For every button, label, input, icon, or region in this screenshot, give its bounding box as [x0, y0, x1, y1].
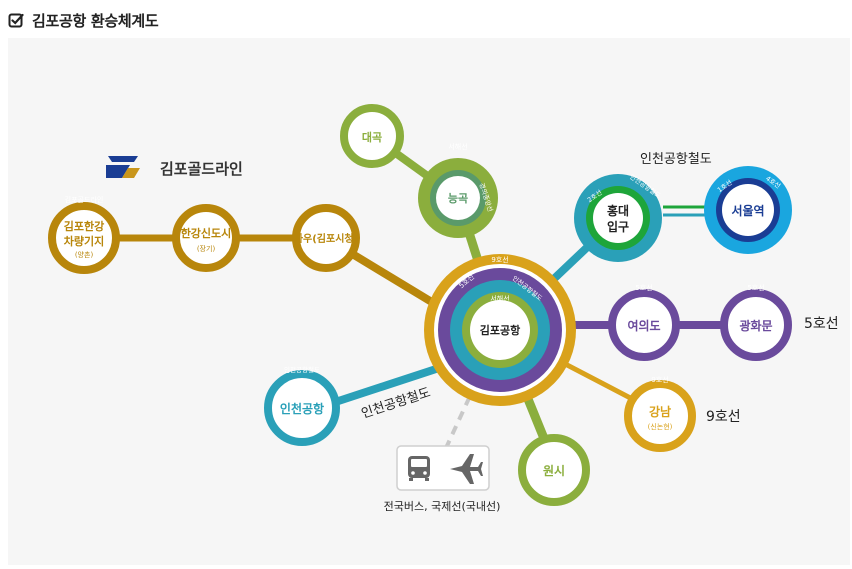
- station-gimpo-hangang[interactable]: 김포골드라인 김포한강 차량기지 (양촌): [48, 195, 120, 274]
- transport-label: 전국버스, 국제선(국내선): [384, 500, 501, 513]
- gimpo-goldline-logo: [106, 156, 140, 178]
- station-name: 대곡: [362, 130, 382, 144]
- station-name: 광화문: [739, 318, 772, 333]
- station-neunggok[interactable]: 서해선 경의중앙선 능곡: [418, 142, 498, 238]
- station-line-label: 인천공항철도: [284, 365, 320, 374]
- station-name: 강남: [649, 404, 671, 419]
- hub-ring-label: 서해선: [490, 294, 509, 303]
- station-wonsi[interactable]: 원시: [518, 434, 590, 506]
- station-line-label: 5호선: [635, 283, 652, 292]
- incheon-rail-top-label: 인천공항철도: [640, 152, 712, 167]
- bus-icon: [408, 456, 430, 481]
- station-yeouido[interactable]: 5호선 여의도: [608, 283, 680, 361]
- station-sau[interactable]: 사우(김포시청): [292, 204, 360, 272]
- diagram-svg: 김포골드라인 김포골드라인 김포한강 차량기지 (양촌) 한강신도시 (장기) …: [48, 104, 839, 513]
- station-name: 차량기지: [64, 234, 104, 248]
- page-title: 김포공항 환승체계도: [32, 11, 159, 30]
- station-gwanghwamun[interactable]: 5호선 광화문: [720, 283, 792, 361]
- airplane-icon: [450, 454, 483, 484]
- station-line-label: 서해선: [448, 142, 467, 151]
- brand-name: 김포골드라인: [160, 160, 243, 178]
- nine-line-label: 9호선: [706, 409, 741, 425]
- station-line-label: 5호선: [747, 283, 764, 292]
- station-name: 원시: [543, 464, 565, 478]
- station-gangnam[interactable]: 9호선 강남 (신논현): [624, 375, 696, 452]
- station-name: 입구: [607, 220, 629, 234]
- check-square-icon: [8, 13, 24, 28]
- transfer-diagram: 김포골드라인 김포골드라인 김포한강 차량기지 (양촌) 한강신도시 (장기) …: [8, 38, 850, 565]
- page-header: 김포공항 환승체계도: [8, 8, 159, 32]
- station-note: (양촌): [75, 250, 94, 259]
- station-hangang-sindosi[interactable]: 한강신도시 (장기): [172, 204, 240, 272]
- station-name: 서울역: [731, 203, 764, 218]
- station-name: 한강신도시: [181, 226, 232, 240]
- station-name: 김포한강: [64, 219, 104, 233]
- station-name: 여의도: [627, 318, 660, 333]
- station-name: 인천공항: [280, 401, 324, 416]
- transport-box: [396, 445, 490, 491]
- station-name: 김포공항: [480, 323, 520, 337]
- station-seoul[interactable]: 1호선 4호선 서울역: [704, 166, 792, 254]
- station-note: (장기): [197, 244, 216, 253]
- station-name: 능곡: [448, 192, 468, 205]
- station-incheon-airport[interactable]: 인천공항철도 인천공항: [264, 365, 340, 446]
- station-line-label: 9호선: [651, 375, 668, 384]
- station-hongdae[interactable]: 2호선 인천공항철도 홍대 입구: [574, 172, 663, 262]
- station-daegok[interactable]: 대곡: [340, 104, 404, 168]
- five-line-label: 5호선: [804, 316, 839, 332]
- station-line-label: 김포골드라인: [65, 195, 104, 204]
- station-note: (신논현): [648, 422, 673, 431]
- station-gimpo-airport-hub[interactable]: 9호선 5호선 인천공항철도 서해선 김포공항: [424, 254, 576, 406]
- station-name: 홍대: [607, 203, 629, 218]
- hub-ring-label: 9호선: [491, 255, 508, 264]
- station-name: 사우(김포시청): [294, 232, 358, 245]
